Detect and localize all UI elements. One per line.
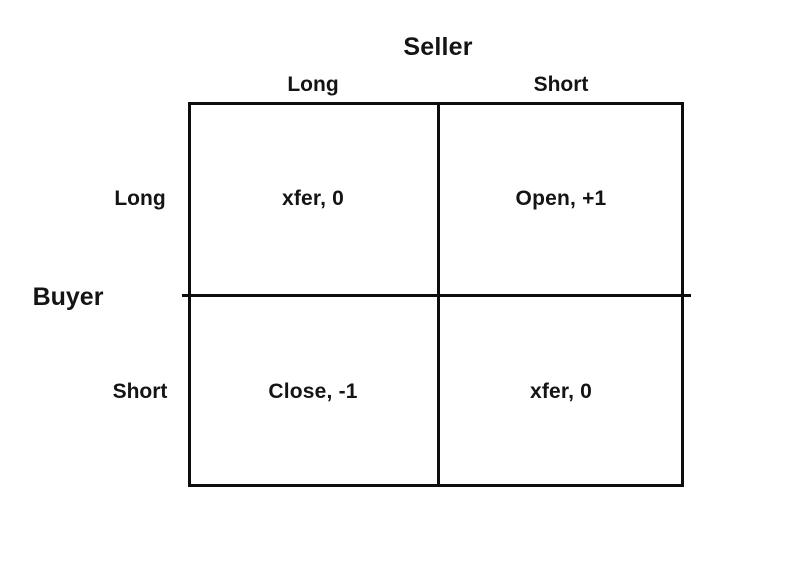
cell-buyer-long-seller-long: xfer, 0 — [281, 187, 345, 210]
cell-buyer-long-seller-short: Open, +1 — [515, 187, 607, 210]
row-header-long: Long — [114, 187, 166, 210]
column-header-short: Short — [533, 73, 589, 96]
matrix-horizontal-divider — [182, 294, 691, 297]
cell-buyer-short-seller-long: Close, -1 — [268, 379, 358, 403]
cell-buyer-short-seller-short: xfer, 0 — [529, 379, 593, 403]
seller-axis-title: Seller — [403, 33, 473, 61]
column-header-long: Long — [287, 73, 339, 96]
buyer-axis-title: Buyer — [32, 283, 104, 311]
row-header-short: Short — [112, 379, 168, 403]
